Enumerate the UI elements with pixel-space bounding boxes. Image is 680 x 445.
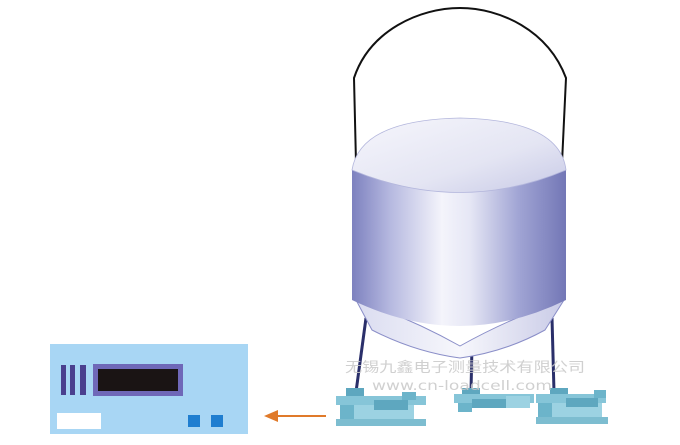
watermark-company: 无锡九鑫电子测量技术有限公司 (345, 359, 585, 376)
load-cell-module-center (454, 388, 534, 412)
tank-top-surface (351, 117, 567, 193)
load-cell-module-left (336, 388, 426, 426)
storage-tank (351, 6, 568, 393)
indicator-display (98, 369, 178, 391)
tank-shell (352, 170, 566, 326)
signal-arrow (264, 410, 326, 422)
indicator-label-plate (57, 413, 101, 429)
indicator-button-1 (188, 415, 200, 427)
indicator-stripes (61, 365, 86, 395)
load-cell-module-right (536, 388, 608, 424)
indicator-button-2 (211, 415, 223, 427)
watermark: 无锡九鑫电子测量技术有限公司 www.cn-loadcell.com (345, 359, 585, 394)
weighing-indicator (50, 344, 248, 434)
watermark-website: www.cn-loadcell.com (372, 379, 552, 394)
